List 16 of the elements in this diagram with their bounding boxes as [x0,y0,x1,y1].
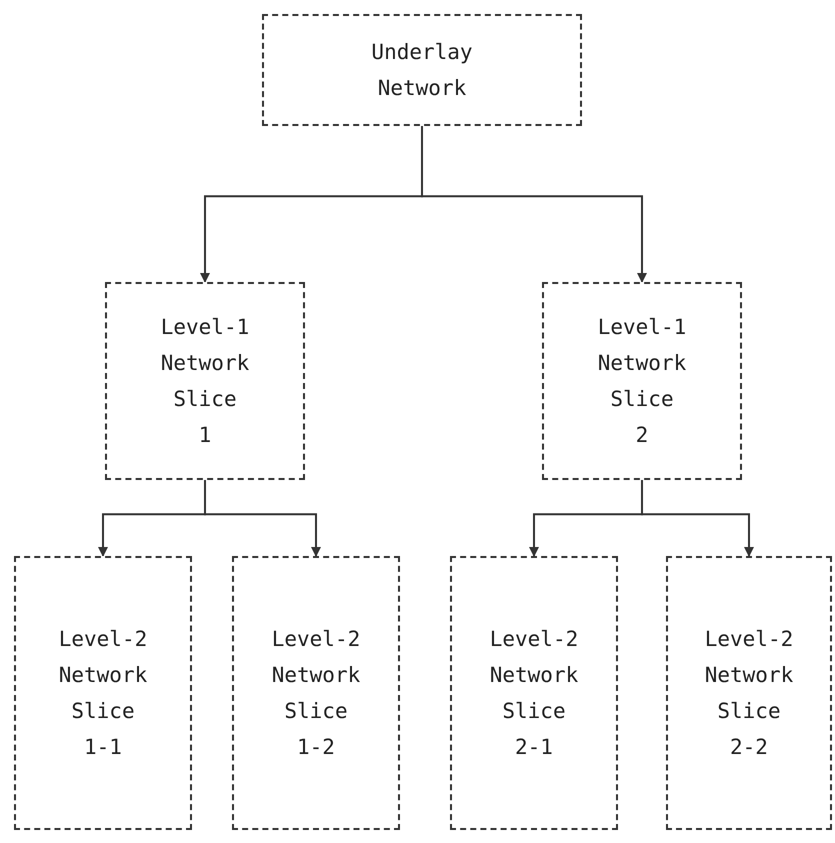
network-box [14,556,192,830]
network-box [666,556,832,830]
network-label: Level-2 Network Slice 2-2 [704,626,794,761]
network-label: Level-2 Network Slice 2-1 [490,626,578,761]
network-box [105,282,305,480]
network-label: Level-1 Network Slice 2 [598,314,686,449]
network-box [542,282,742,480]
network-box [262,14,582,126]
network-box [450,556,618,830]
network-label: Underlay Network [371,39,473,102]
network-label: Level-1 Network Slice 1 [160,314,250,449]
network-box [232,556,400,830]
network-label: Level-2 Network Slice 1-1 [58,626,148,761]
network-label: Level-2 Network Slice 1-2 [272,626,360,761]
arrow [204,480,321,557]
arrow [421,126,647,283]
